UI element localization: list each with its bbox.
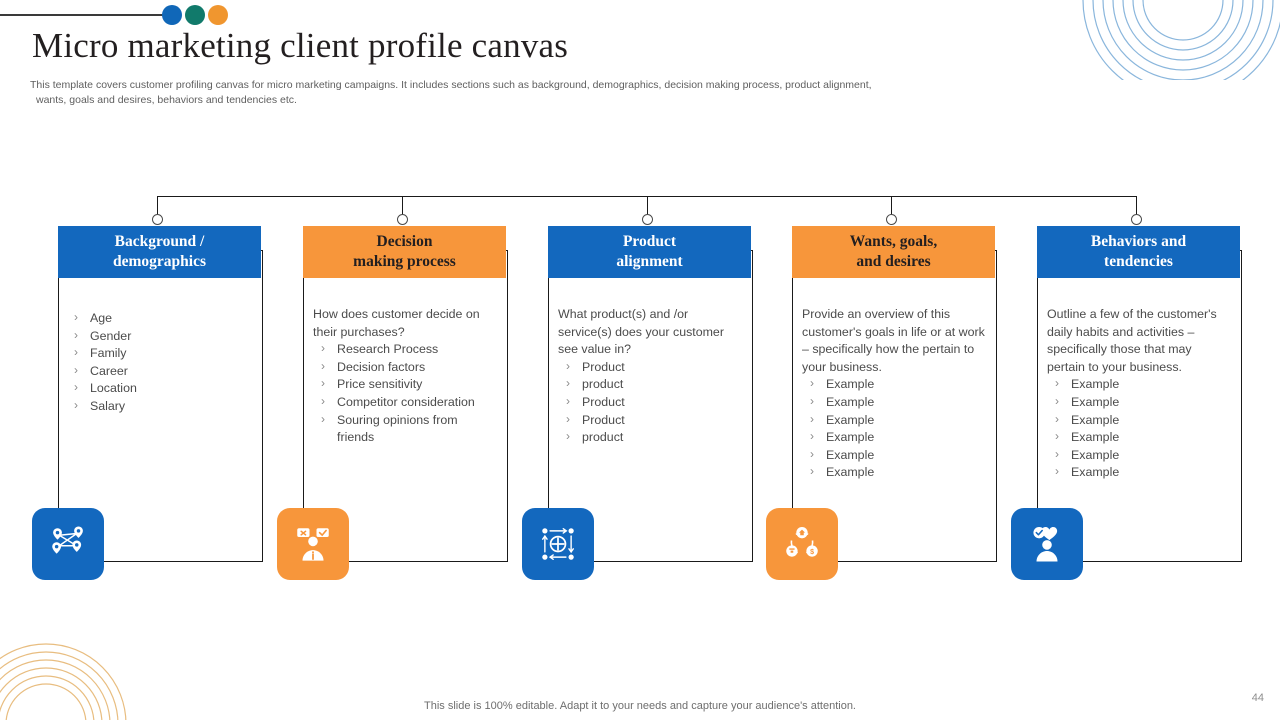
list-item: Example <box>802 411 987 430</box>
column-title-line2: and desires <box>856 253 931 270</box>
list-item: Example <box>1047 393 1232 412</box>
page-number: 44 <box>1251 692 1264 704</box>
list-item: Example <box>802 393 987 412</box>
alignment-target-icon[interactable] <box>522 508 594 580</box>
list-item: Souring opinions from friends <box>313 411 498 447</box>
list-item: Example <box>802 428 987 447</box>
list-item: Decision factors <box>313 358 498 377</box>
three-circle-cycle-icon[interactable]: $ <box>766 508 838 580</box>
column-content-5: Outline a few of the customer's daily ha… <box>1037 306 1240 482</box>
list-item: Location <box>68 379 253 398</box>
connector-drop-2 <box>402 196 404 220</box>
list-item: Example <box>802 463 987 482</box>
page-subtitle: This template covers customer profiling … <box>30 78 1010 108</box>
connector-drop-4 <box>891 196 893 220</box>
list-item: Family <box>68 344 253 363</box>
brand-dot-blue <box>162 5 182 25</box>
bullet-list-3: Product product Product Product product <box>558 358 743 447</box>
list-item: Salary <box>68 397 253 416</box>
connector-drop-3 <box>647 196 649 220</box>
list-item: Example <box>1047 428 1232 447</box>
list-item: Example <box>1047 463 1232 482</box>
column-header-1: Background / demographics <box>58 226 261 278</box>
brand-dot-orange <box>208 5 228 25</box>
network-location-pins-icon[interactable] <box>32 508 104 580</box>
column-content-4: Provide an overview of this customer's g… <box>792 306 995 482</box>
column-title-line2: alignment <box>616 253 683 270</box>
list-item: Product <box>558 358 743 377</box>
column-title-line2: tendencies <box>1104 253 1173 270</box>
column-title-line1: Wants, goals, <box>849 233 938 250</box>
column-lead-text: Outline a few of the customer's daily ha… <box>1047 307 1217 374</box>
connector-node-4 <box>886 214 897 225</box>
column-title-line1: Background / <box>114 233 205 250</box>
column-header-3: Product alignment <box>548 226 751 278</box>
bullet-list-2: Research Process Decision factors Price … <box>313 340 498 447</box>
footer-note: This slide is 100% editable. Adapt it to… <box>424 700 856 712</box>
connector-node-1 <box>152 214 163 225</box>
list-item: Price sensitivity <box>313 375 498 394</box>
column-content-2: How does customer decide on their purcha… <box>303 306 506 447</box>
decorative-arcs-bottom-left <box>0 632 158 720</box>
list-item: Competitor consideration <box>313 393 498 412</box>
column-title-line2: demographics <box>113 253 206 270</box>
column-content-3: What product(s) and /or service(s) does … <box>548 306 751 447</box>
column-header-2: Decision making process <box>303 226 506 278</box>
list-item: product <box>558 375 743 394</box>
list-item: Example <box>802 375 987 394</box>
bullet-list-4: Example Example Example Example Example … <box>802 375 987 482</box>
column-title-line1: Product <box>622 233 677 250</box>
list-item: Example <box>1047 411 1232 430</box>
column-title-line2: making process <box>353 253 456 270</box>
column-title-line1: Decision <box>376 233 433 250</box>
list-item: Career <box>68 362 253 381</box>
bullet-list-5: Example Example Example Example Example … <box>1047 375 1232 482</box>
list-item: Research Process <box>313 340 498 359</box>
connector-drop-1 <box>157 196 159 220</box>
column-header-4: Wants, goals, and desires <box>792 226 995 278</box>
list-item: Gender <box>68 327 253 346</box>
column-header-5: Behaviors and tendencies <box>1037 226 1240 278</box>
top-rule-divider <box>0 14 170 16</box>
list-item: Example <box>1047 375 1232 394</box>
connector-node-3 <box>642 214 653 225</box>
subtitle-line-1: This template covers customer profiling … <box>30 79 872 91</box>
person-decision-choice-icon[interactable] <box>277 508 349 580</box>
list-item: Example <box>802 446 987 465</box>
column-lead-text: Provide an overview of this customer's g… <box>802 307 985 374</box>
column-content-1: Age Gender Family Career Location Salary <box>58 309 261 416</box>
list-item: Age <box>68 309 253 328</box>
subtitle-line-2: wants, goals and desires, behaviors and … <box>36 94 297 106</box>
column-lead-text: How does customer decide on their purcha… <box>313 307 480 339</box>
svg-text:$: $ <box>810 549 814 556</box>
person-behavior-heart-icon[interactable] <box>1011 508 1083 580</box>
column-title-line1: Behaviors and <box>1090 233 1187 250</box>
bullet-list-1: Age Gender Family Career Location Salary <box>68 309 253 416</box>
list-item: Product <box>558 411 743 430</box>
connector-node-5 <box>1131 214 1142 225</box>
list-item: product <box>558 428 743 447</box>
page-title: Micro marketing client profile canvas <box>32 26 569 65</box>
connector-node-2 <box>397 214 408 225</box>
column-lead-text: What product(s) and /or service(s) does … <box>558 307 724 357</box>
decorative-arcs-top-right <box>1078 0 1280 80</box>
list-item: Product <box>558 393 743 412</box>
connector-drop-5 <box>1136 196 1138 220</box>
brand-dot-teal <box>185 5 205 25</box>
list-item: Example <box>1047 446 1232 465</box>
